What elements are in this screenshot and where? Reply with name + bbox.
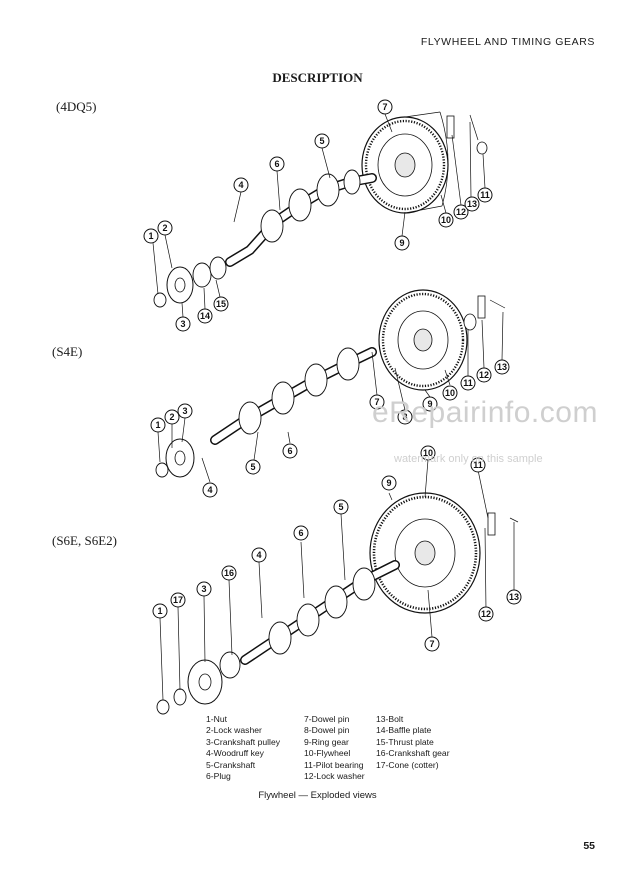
legend-item: 15-Thrust plate bbox=[376, 736, 434, 747]
legend-item: 13-Bolt bbox=[376, 714, 404, 724]
callout-s6e-17: 17 bbox=[173, 595, 183, 605]
legend-item: 4-Woodruff key bbox=[206, 748, 264, 759]
callout-s4e-11: 11 bbox=[463, 378, 473, 388]
callout-4dq5-5: 5 bbox=[319, 136, 324, 146]
watermark-note: watermark only on this sample bbox=[394, 453, 543, 465]
callout-s6e-9: 9 bbox=[386, 478, 391, 488]
callout-s4e-6: 6 bbox=[287, 446, 292, 456]
callout-s6e-5: 5 bbox=[338, 502, 343, 512]
legend-column-3: 13-Bolt 14-Baffle plate 15-Thrust plate … bbox=[376, 714, 450, 771]
legend-item: 3-Crankshaft pulley bbox=[206, 736, 281, 747]
legend-item: 8-Dowel pin bbox=[304, 725, 350, 736]
callout-s6e-13: 13 bbox=[509, 592, 519, 602]
drawing-s4e bbox=[155, 289, 506, 483]
legend-item: 10-Flywheel bbox=[304, 748, 351, 759]
callout-4dq5-15: 15 bbox=[216, 299, 226, 309]
callout-s6e-7: 7 bbox=[429, 639, 434, 649]
legend-item: 2-Lock washer bbox=[206, 725, 262, 736]
legend-item: 14-Baffle plate bbox=[376, 725, 432, 736]
drawing-s6e bbox=[156, 459, 519, 715]
callout-s4e-3: 3 bbox=[182, 406, 187, 416]
callout-4dq5-3: 3 bbox=[180, 319, 185, 329]
legend-item: 1-Nut bbox=[206, 714, 228, 724]
figure-caption: Flywheel — Exploded views bbox=[258, 790, 377, 801]
legend-item: 7-Dowel pin bbox=[304, 714, 350, 724]
callouts-4dq5: 7 5 6 4 2 1 3 14 15 9 10 12 13 11 bbox=[143, 99, 493, 332]
callout-4dq5-10: 10 bbox=[441, 215, 451, 225]
callout-s6e-11: 11 bbox=[473, 460, 483, 470]
legend-item: 5-Crankshaft bbox=[206, 759, 256, 770]
callout-4dq5-13: 13 bbox=[467, 199, 477, 209]
callout-4dq5-2: 2 bbox=[162, 223, 167, 233]
legend-item: 17-Cone (cotter) bbox=[376, 759, 439, 770]
callout-s6e-1: 1 bbox=[157, 606, 162, 616]
model-label-s4e: (S4E) bbox=[52, 344, 83, 359]
callout-s6e-10: 10 bbox=[423, 448, 433, 458]
callouts-s4e: 1 2 3 5 6 4 7 8 9 10 11 12 13 bbox=[150, 359, 510, 498]
section-header: FLYWHEEL AND TIMING GEARS bbox=[420, 36, 595, 48]
callout-s6e-3: 3 bbox=[201, 584, 206, 594]
callout-s4e-13: 13 bbox=[497, 362, 507, 372]
callout-4dq5-6: 6 bbox=[274, 159, 279, 169]
legend-item: 11-Pilot bearing bbox=[304, 759, 364, 770]
legend-item: 16-Crankshaft gear bbox=[376, 748, 450, 759]
callout-s4e-7: 7 bbox=[374, 397, 379, 407]
legend-column-2: 7-Dowel pin 8-Dowel pin 9-Ring gear 10-F… bbox=[304, 714, 365, 782]
legend-item: 9-Ring gear bbox=[304, 736, 349, 747]
callout-4dq5-4: 4 bbox=[238, 180, 243, 190]
callout-4dq5-11: 11 bbox=[480, 190, 490, 200]
legend-item: 6-Plug bbox=[206, 771, 231, 782]
model-label-4dq5: (4DQ5) bbox=[56, 99, 97, 114]
callout-s4e-8: 8 bbox=[402, 412, 407, 422]
callout-s6e-4: 4 bbox=[256, 550, 261, 560]
callout-s4e-12: 12 bbox=[479, 370, 489, 380]
callout-s4e-5: 5 bbox=[250, 462, 255, 472]
model-label-s6e: (S6E, S6E2) bbox=[52, 533, 117, 548]
callout-s4e-9: 9 bbox=[427, 399, 432, 409]
page-number: 55 bbox=[583, 840, 595, 852]
callout-4dq5-12: 12 bbox=[456, 207, 466, 217]
page-title: DESCRIPTION bbox=[272, 70, 363, 85]
callout-s4e-4: 4 bbox=[207, 485, 212, 495]
drawing-4dq5 bbox=[152, 111, 488, 318]
callout-s6e-6: 6 bbox=[298, 528, 303, 538]
callouts-s6e: 9 10 11 5 6 4 16 3 17 1 7 12 13 bbox=[152, 445, 522, 652]
callout-s4e-10: 10 bbox=[445, 388, 455, 398]
watermark-logo: eRepairinfo.com bbox=[372, 396, 598, 429]
callout-s6e-12: 12 bbox=[481, 609, 491, 619]
callout-4dq5-14: 14 bbox=[200, 311, 210, 321]
callout-4dq5-7: 7 bbox=[382, 102, 387, 112]
callout-s6e-16: 16 bbox=[224, 568, 234, 578]
legend-column-1: 1-Nut 2-Lock washer 3-Crankshaft pulley … bbox=[206, 714, 280, 782]
legend-item: 12-Lock washer bbox=[304, 771, 365, 782]
callout-s4e-1: 1 bbox=[155, 420, 160, 430]
callout-4dq5-1: 1 bbox=[148, 231, 153, 241]
callout-s4e-2: 2 bbox=[169, 412, 174, 422]
callout-4dq5-9: 9 bbox=[399, 238, 404, 248]
